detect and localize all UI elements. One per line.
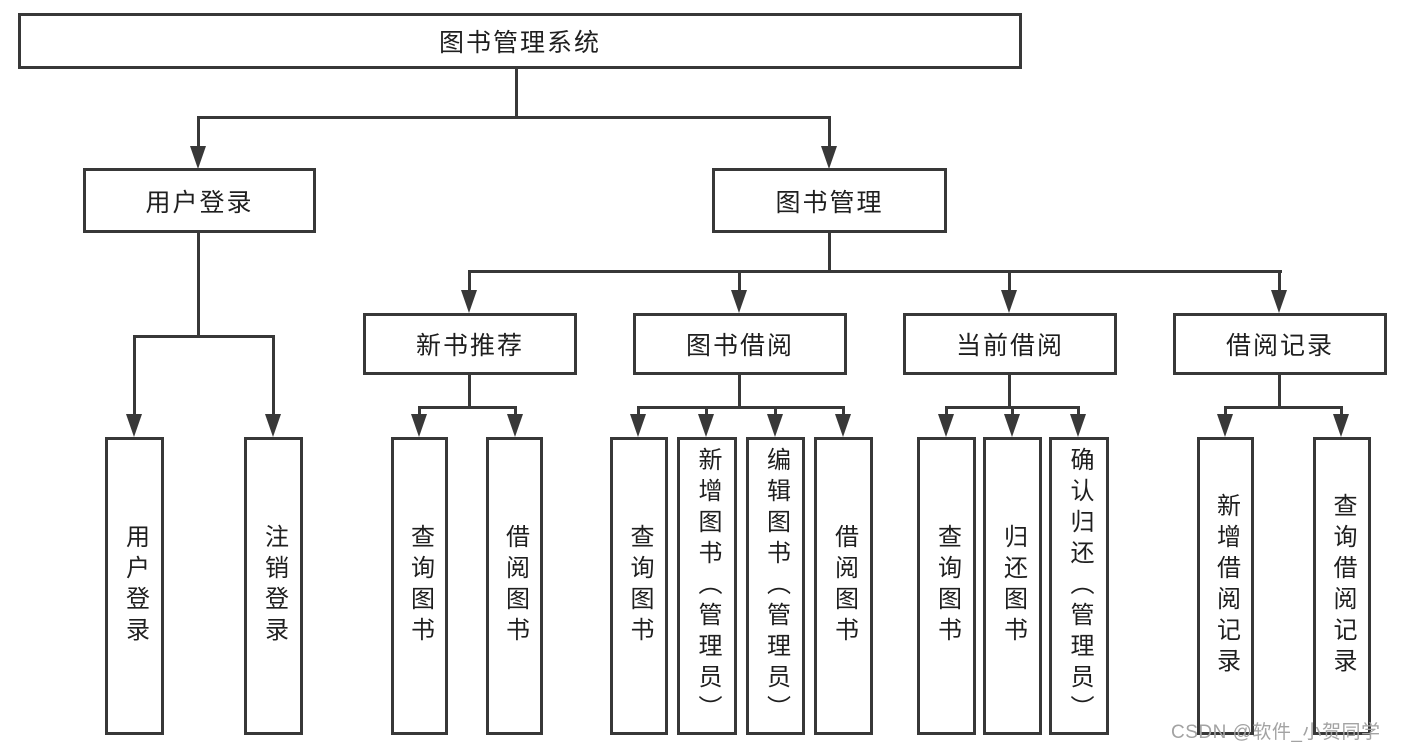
- connector-stem-leaf-logout: [272, 335, 275, 417]
- leaf-rec-query-books: 查询图书: [391, 437, 448, 735]
- connector-stem-br-query: [1340, 406, 1343, 417]
- arrowhead-current-borrow: [1001, 290, 1017, 313]
- connector-root-hbar: [197, 116, 831, 119]
- arrowhead-bb-query: [630, 414, 646, 437]
- arrowhead-borrow-records: [1271, 290, 1287, 313]
- leaf-cb-return-books-label: 归还图书: [999, 524, 1027, 648]
- node-borrow-records: 借阅记录: [1173, 313, 1387, 375]
- leaf-cb-return-books: 归还图书: [983, 437, 1042, 735]
- arrowhead-book-borrow: [731, 290, 747, 313]
- leaf-br-new-record-label: 新增借阅记录: [1212, 493, 1240, 679]
- arrowhead-book-management: [821, 146, 837, 169]
- connector-stem-borrow-records: [1278, 270, 1281, 292]
- node-root: 图书管理系统: [18, 13, 1022, 69]
- leaf-logout: 注销登录: [244, 437, 303, 735]
- leaf-br-query-record: 查询借阅记录: [1313, 437, 1371, 735]
- connector-book-borrow-riser: [738, 375, 741, 409]
- leaf-bb-query-books-label: 查询图书: [626, 524, 653, 648]
- leaf-cb-confirm-return-label: 确认归还（管理员）: [1066, 446, 1093, 726]
- arrowhead-new-book-recommend: [461, 290, 477, 313]
- connector-stem-book-borrow: [738, 270, 741, 292]
- connector-book-management-riser: [828, 233, 831, 273]
- connector-stem-rec-borrow: [514, 406, 517, 417]
- leaf-bb-query-books: 查询图书: [610, 437, 668, 735]
- leaf-cb-query-books-label: 查询图书: [933, 524, 961, 648]
- connector-stem-leaf-user-login: [133, 335, 136, 417]
- connector-user-login-hbar: [133, 335, 275, 338]
- leaf-bb-add-books-label: 新增图书（管理员）: [694, 446, 721, 726]
- connector-stem-bb-add: [705, 406, 708, 417]
- connector-borrow-records-hbar: [1224, 406, 1343, 409]
- leaf-bb-edit-books: 编辑图书（管理员）: [746, 437, 805, 735]
- leaf-cb-confirm-return: 确认归还（管理员）: [1049, 437, 1109, 735]
- connector-recommend-riser: [468, 375, 471, 409]
- connector-stem-bb-edit: [774, 406, 777, 417]
- connector-borrow-records-riser: [1278, 375, 1281, 409]
- leaf-bb-borrow-books: 借阅图书: [814, 437, 873, 735]
- connector-stem-current-borrow: [1008, 270, 1011, 292]
- leaf-user-login-label: 用户登录: [121, 524, 149, 648]
- node-book-borrow: 图书借阅: [633, 313, 847, 375]
- connector-root-riser: [515, 69, 518, 119]
- connector-user-login-riser: [197, 233, 200, 338]
- connector-stem-bb-query: [637, 406, 640, 417]
- leaf-cb-query-books: 查询图书: [917, 437, 976, 735]
- arrowhead-bb-borrow: [835, 414, 851, 437]
- arrowhead-leaf-logout: [265, 414, 281, 437]
- leaf-bb-edit-books-label: 编辑图书（管理员）: [762, 446, 790, 726]
- arrowhead-cb-query: [938, 414, 954, 437]
- connector-recommend-hbar: [418, 406, 517, 409]
- leaf-bb-add-books: 新增图书（管理员）: [677, 437, 737, 735]
- arrowhead-cb-return: [1004, 414, 1020, 437]
- connector-stem-cb-confirm: [1077, 406, 1080, 417]
- connector-stem-book-management: [828, 116, 831, 150]
- arrowhead-bb-edit: [767, 414, 783, 437]
- leaf-bb-borrow-books-label: 借阅图书: [830, 524, 858, 648]
- connector-stem-br-new: [1224, 406, 1227, 417]
- node-new-book-recommend: 新书推荐: [363, 313, 577, 375]
- connector-stem-cb-query: [945, 406, 948, 417]
- node-borrow-records-label: 借阅记录: [1225, 332, 1334, 360]
- arrowhead-bb-add: [698, 414, 714, 437]
- node-current-borrow: 当前借阅: [903, 313, 1117, 375]
- arrowhead-leaf-user-login: [126, 414, 142, 437]
- node-user-login: 用户登录: [83, 168, 316, 233]
- connector-stem-user-login: [197, 116, 200, 150]
- connector-stem-rec-query: [418, 406, 421, 417]
- arrowhead-rec-query: [411, 414, 427, 437]
- leaf-rec-query-books-label: 查询图书: [406, 524, 434, 648]
- node-book-management: 图书管理: [712, 168, 947, 233]
- node-new-book-recommend-label: 新书推荐: [415, 332, 524, 360]
- arrowhead-br-query: [1333, 414, 1349, 437]
- node-book-management-label: 图书管理: [775, 188, 884, 217]
- node-current-borrow-label: 当前借阅: [955, 332, 1064, 360]
- leaf-user-login: 用户登录: [105, 437, 164, 735]
- node-user-login-label: 用户登录: [145, 188, 254, 217]
- connector-stem-cb-return: [1011, 406, 1014, 417]
- leaf-rec-borrow-books: 借阅图书: [486, 437, 543, 735]
- connector-stem-new-book-recommend: [468, 270, 471, 292]
- arrowhead-cb-confirm: [1070, 414, 1086, 437]
- csdn-watermark: CSDN @软件_小贺同学: [1171, 722, 1381, 743]
- arrowhead-br-new: [1217, 414, 1233, 437]
- connector-stem-bb-borrow: [842, 406, 845, 417]
- connector-level3-hbar: [468, 270, 1282, 273]
- leaf-logout-label: 注销登录: [260, 524, 288, 648]
- leaf-rec-borrow-books-label: 借阅图书: [501, 524, 529, 648]
- node-book-borrow-label: 图书借阅: [685, 332, 794, 360]
- leaf-br-query-record-label: 查询借阅记录: [1329, 493, 1356, 679]
- connector-current-borrow-riser: [1008, 375, 1011, 409]
- node-root-label: 图书管理系统: [438, 29, 601, 57]
- arrowhead-user-login: [190, 146, 206, 169]
- arrowhead-rec-borrow: [507, 414, 523, 437]
- connector-book-borrow-hbar: [637, 406, 845, 409]
- leaf-br-new-record: 新增借阅记录: [1197, 437, 1254, 735]
